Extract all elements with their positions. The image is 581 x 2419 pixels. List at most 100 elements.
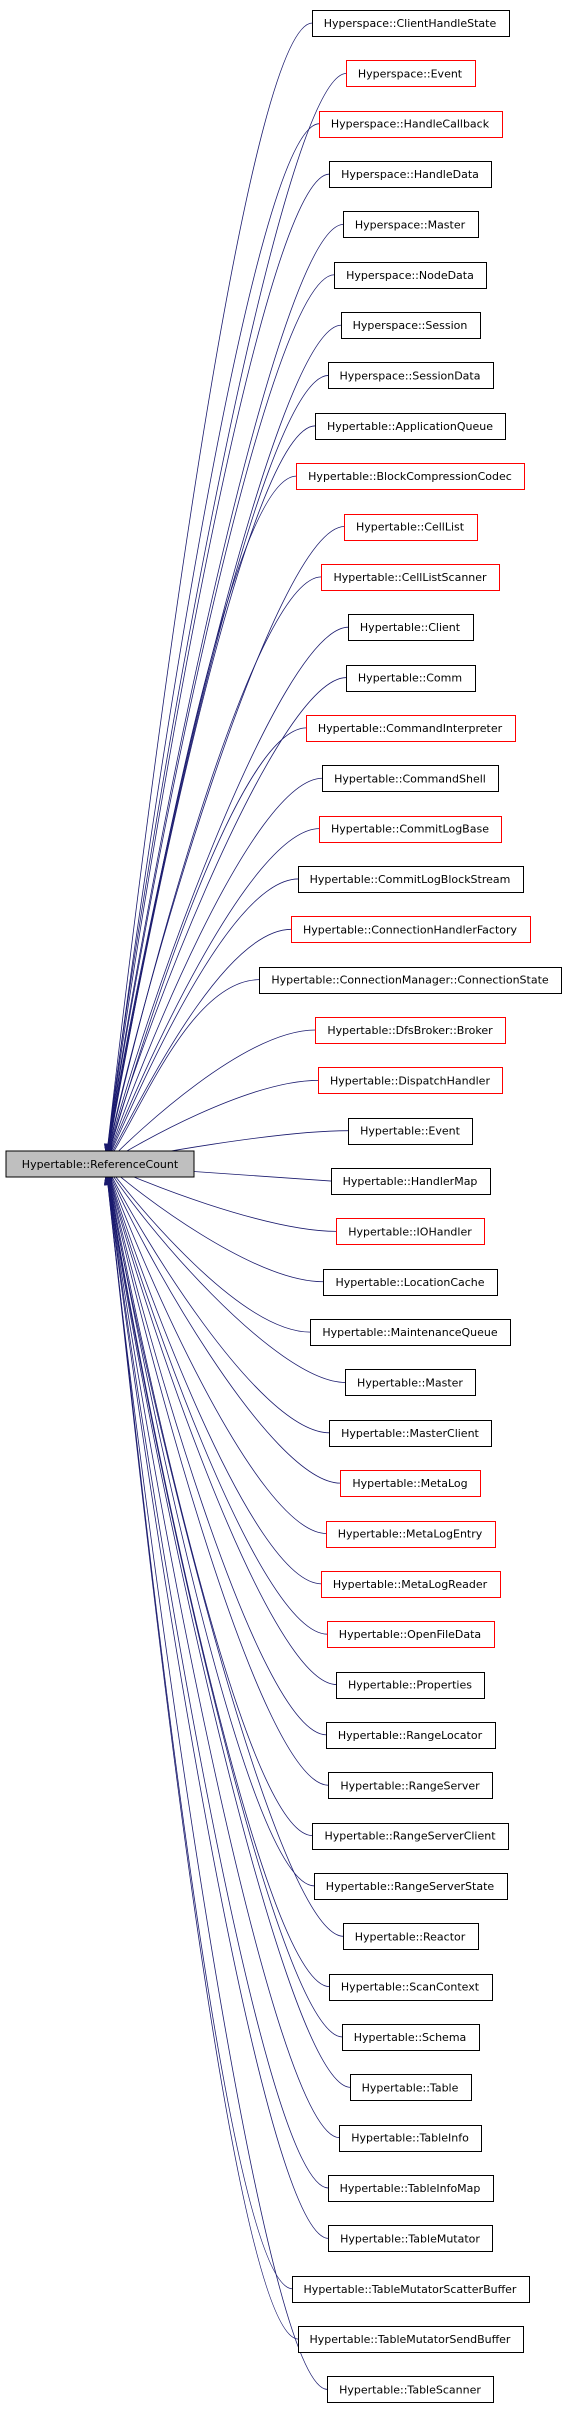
derived-class-node[interactable]: Hypertable::Reactor (343, 1923, 479, 1950)
inheritance-edge (105, 1168, 337, 1685)
derived-class-label: Hypertable::MetaLogReader (333, 1578, 488, 1591)
derived-class-node[interactable]: Hypertable::TableInfoMap (328, 2175, 494, 2202)
derived-class-box (292, 2276, 530, 2303)
derived-class-box (346, 665, 476, 692)
derived-class-label: Hypertable::BlockCompressionCodec (308, 470, 512, 483)
derived-class-node[interactable]: Hypertable::ApplicationQueue (315, 413, 506, 440)
derived-class-node[interactable]: Hypertable::TableScanner (327, 2376, 494, 2403)
derived-class-node[interactable]: Hypertable::Schema (342, 2024, 480, 2051)
derived-class-box (348, 614, 474, 641)
derived-class-node[interactable]: Hypertable::TableMutatorSendBuffer (298, 2326, 524, 2353)
derived-class-node[interactable]: Hypertable::Client (348, 614, 474, 641)
derived-class-node[interactable]: Hypertable::ScanContext (329, 1974, 493, 2001)
derived-class-node[interactable]: Hypertable::DfsBroker::Broker (315, 1017, 506, 1044)
derived-class-node[interactable]: Hypertable::MetaLogEntry (326, 1521, 496, 1548)
derived-class-box (328, 2225, 493, 2252)
derived-class-box (329, 1420, 492, 1447)
derived-class-label: Hypertable::TableInfoMap (340, 2182, 481, 2195)
derived-class-node[interactable]: Hypertable::Event (348, 1118, 473, 1145)
inheritance-edge (105, 626, 349, 1160)
derived-class-node[interactable]: Hypertable::MasterClient (329, 1420, 492, 1447)
derived-class-label: Hypertable::Reactor (355, 1930, 466, 1943)
derived-class-node[interactable]: Hypertable::TableInfo (339, 2125, 482, 2152)
derived-class-label: Hypertable::CellListScanner (333, 571, 487, 584)
derived-class-node[interactable]: Hyperspace::Master (343, 211, 479, 238)
derived-class-node[interactable]: Hyperspace::HandleCallback (319, 111, 503, 138)
derived-class-label: Hypertable::DispatchHandler (330, 1074, 490, 1087)
derived-class-node[interactable]: Hypertable::TableMutator (328, 2225, 493, 2252)
derived-class-node[interactable]: Hypertable::CellListScanner (321, 564, 500, 591)
derived-class-node[interactable]: Hyperspace::HandleData (329, 161, 492, 188)
inheritance-edge (105, 576, 322, 1160)
derived-class-node[interactable]: Hypertable::Comm (346, 665, 476, 692)
inheritance-edge (103, 1175, 328, 2390)
derived-class-node[interactable]: Hypertable::CommitLogBase (319, 816, 502, 843)
derived-class-node[interactable]: Hypertable::RangeLocator (326, 1722, 496, 1749)
derived-class-node[interactable]: Hypertable::Table (350, 2074, 472, 2101)
derived-class-node[interactable]: Hypertable::IOHandler (336, 1218, 485, 1245)
derived-class-node[interactable]: Hypertable::ConnectionManager::Connectio… (259, 967, 562, 994)
derived-class-node[interactable]: Hyperspace::NodeData (334, 262, 487, 289)
derived-class-box (327, 2376, 494, 2403)
derived-class-box (328, 362, 494, 389)
derived-class-label: Hyperspace::Master (355, 218, 466, 231)
base-class-node[interactable]: Hypertable::ReferenceCount (5, 1150, 195, 1178)
derived-class-label: Hypertable::ConnectionHandlerFactory (303, 923, 518, 936)
derived-class-label: Hypertable::IOHandler (348, 1225, 472, 1238)
derived-class-node[interactable]: Hyperspace::Event (346, 60, 476, 87)
inheritance-edge (104, 123, 320, 1155)
derived-class-node[interactable]: Hypertable::CommandInterpreter (306, 715, 516, 742)
derived-class-box (319, 111, 503, 138)
derived-class-label: Hypertable::MasterClient (341, 1427, 479, 1440)
derived-class-node[interactable]: Hypertable::LocationCache (323, 1269, 498, 1296)
derived-class-box (348, 1118, 473, 1145)
derived-class-node[interactable]: Hypertable::DispatchHandler (318, 1067, 503, 1094)
derived-class-node[interactable]: Hypertable::Master (345, 1369, 476, 1396)
derived-class-label: Hypertable::TableMutatorScatterBuffer (304, 2283, 517, 2296)
derived-class-label: Hypertable::Event (360, 1125, 461, 1138)
derived-class-label: Hypertable::RangeLocator (338, 1729, 483, 1742)
derived-class-node[interactable]: Hypertable::HandlerMap (331, 1168, 491, 1195)
derived-class-node[interactable]: Hypertable::OpenFileData (327, 1621, 495, 1648)
inheritance-edge (104, 1171, 343, 2038)
derived-class-node[interactable]: Hypertable::Properties (336, 1672, 485, 1699)
derived-class-node[interactable]: Hypertable::RangeServerClient (312, 1823, 509, 1850)
derived-class-label: Hypertable::CommitLogBlockStream (310, 873, 511, 886)
inheritance-edge (104, 224, 344, 1156)
inheritance-edge (106, 777, 323, 1162)
derived-class-node[interactable]: Hypertable::MaintenanceQueue (310, 1319, 511, 1346)
derived-class-node[interactable]: Hypertable::MetaLog (340, 1470, 481, 1497)
inheritance-edge (104, 1174, 299, 2340)
derived-class-label: Hypertable::Comm (358, 672, 462, 685)
derived-class-label: Hyperspace::NodeData (346, 269, 474, 282)
inheritance-edge (106, 1165, 330, 1434)
derived-class-box (329, 1974, 493, 2001)
inheritance-edge (106, 878, 299, 1163)
derived-class-node[interactable]: Hyperspace::ClientHandleState (312, 10, 510, 37)
derived-class-node[interactable]: Hypertable::MetaLogReader (321, 1571, 501, 1598)
derived-class-node[interactable]: Hypertable::BlockCompressionCodec (296, 463, 525, 490)
inheritance-edge (106, 1166, 341, 1484)
derived-class-box (296, 463, 525, 490)
derived-class-label: Hypertable::Properties (348, 1679, 472, 1692)
derived-class-node[interactable]: Hypertable::RangeServer (328, 1772, 493, 1799)
derived-class-label: Hypertable::ApplicationQueue (327, 420, 493, 433)
derived-class-node[interactable]: Hypertable::CellList (344, 514, 478, 541)
derived-class-node[interactable]: Hypertable::TableMutatorScatterBuffer (292, 2276, 530, 2303)
derived-class-box (298, 2326, 524, 2353)
inheritance-edge (106, 1164, 324, 1283)
derived-class-box (327, 1621, 495, 1648)
derived-class-node[interactable]: Hypertable::RangeServerState (314, 1873, 508, 1900)
inheritance-edge (104, 1173, 329, 2189)
derived-class-node[interactable]: Hypertable::CommandShell (322, 765, 499, 792)
inheritance-edge (105, 1167, 322, 1585)
derived-class-nodes: Hyperspace::ClientHandleStateHyperspace:… (259, 10, 562, 2403)
derived-class-label: Hypertable::Master (357, 1376, 463, 1389)
derived-class-node[interactable]: Hyperspace::SessionData (328, 362, 494, 389)
derived-class-node[interactable]: Hyperspace::Session (341, 312, 481, 339)
derived-class-node[interactable]: Hypertable::CommitLogBlockStream (298, 866, 524, 893)
inheritance-edge (106, 1029, 316, 1164)
derived-class-box (336, 1672, 485, 1699)
derived-class-node[interactable]: Hypertable::ConnectionHandlerFactory (291, 916, 531, 943)
